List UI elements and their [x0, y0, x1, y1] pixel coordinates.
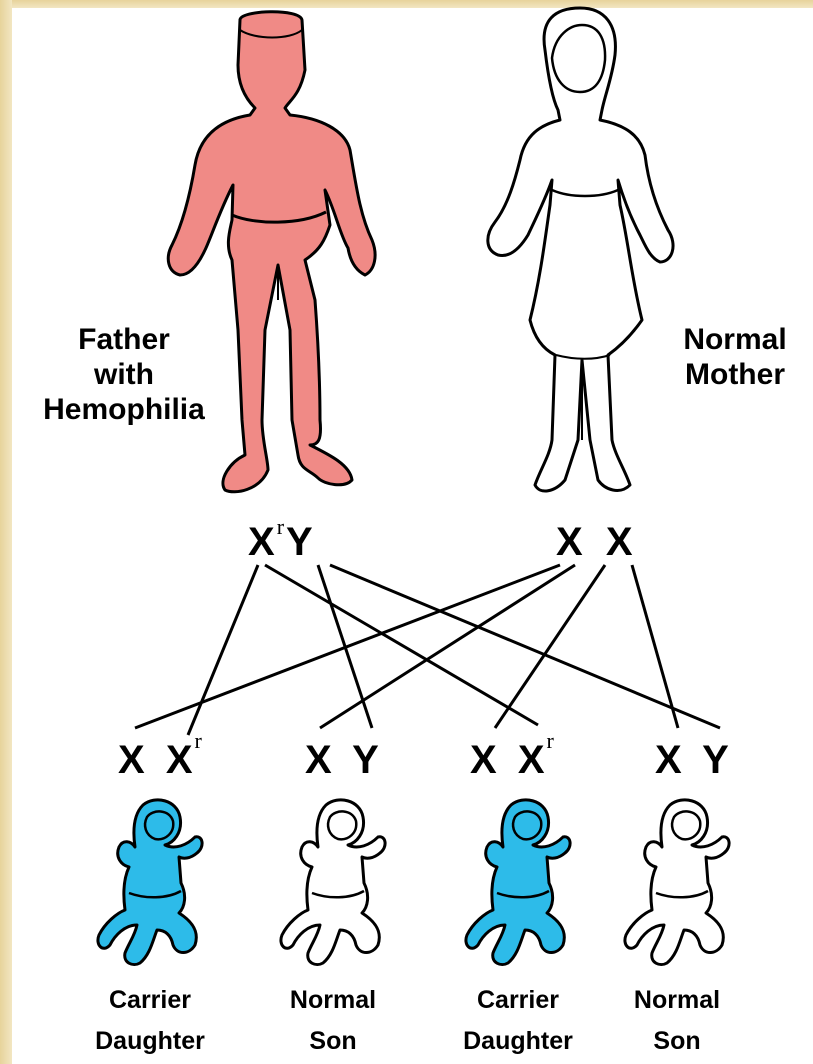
child-label-line1: Normal — [607, 980, 747, 1021]
line-mother-x2-to-child4 — [632, 565, 678, 728]
child-label-line2: Son — [607, 1021, 747, 1062]
child-label-line2: Daughter — [448, 1021, 588, 1062]
child-label-line1: Carrier — [448, 980, 588, 1021]
female-figure-icon — [488, 8, 673, 491]
mother-allele-x2: X — [606, 520, 635, 564]
child-allele-1: X — [305, 738, 334, 782]
child-label-line1: Normal — [263, 980, 403, 1021]
father-label-line2: with — [16, 357, 232, 392]
line-father-y-to-child4 — [330, 565, 720, 728]
mother-label-line2: Mother — [660, 357, 810, 392]
baby-icon — [625, 800, 729, 965]
mother-genotype: X X — [556, 520, 635, 565]
child-allele-2: Y — [702, 738, 731, 782]
father-allele-x-superscript: r — [277, 514, 286, 539]
child-genotype: X Xr — [470, 738, 556, 783]
line-father-x-to-child1 — [188, 565, 258, 735]
father-label-line1: Father — [16, 322, 232, 357]
mother-label: Normal Mother — [660, 322, 810, 392]
child-allele-2: X — [518, 738, 547, 782]
mother-label-line1: Normal — [660, 322, 810, 357]
child-label-line1: Carrier — [80, 980, 220, 1021]
child-allele-1: X — [655, 738, 684, 782]
child-allele-1: X — [470, 738, 499, 782]
baby-icon — [466, 800, 570, 965]
line-mother-x1-to-child1 — [135, 565, 560, 728]
line-mother-x1-to-child2 — [320, 565, 575, 728]
father-allele-y: Y — [286, 520, 315, 564]
child-genotype: X Y — [655, 738, 731, 783]
baby-icon — [281, 800, 385, 965]
child-allele-superscript: r — [195, 728, 204, 753]
mother-allele-x1: X — [556, 520, 585, 564]
father-genotype: XrY — [248, 520, 315, 565]
baby-icon — [98, 800, 202, 965]
inheritance-lines — [135, 565, 720, 735]
child-allele-superscript: r — [547, 728, 556, 753]
father-label-line3: Hemophilia — [16, 392, 232, 427]
child-genotype: X Y — [305, 738, 381, 783]
child-label-line2: Daughter — [80, 1021, 220, 1062]
father-allele-x: X — [248, 520, 277, 564]
father-label: Father with Hemophilia — [16, 322, 232, 427]
child-allele-2: X — [166, 738, 195, 782]
child-label-line2: Son — [263, 1021, 403, 1062]
child-allele-2: Y — [352, 738, 381, 782]
child-genotype: X Xr — [118, 738, 204, 783]
child-allele-1: X — [118, 738, 147, 782]
line-mother-x2-to-child3 — [495, 565, 605, 728]
